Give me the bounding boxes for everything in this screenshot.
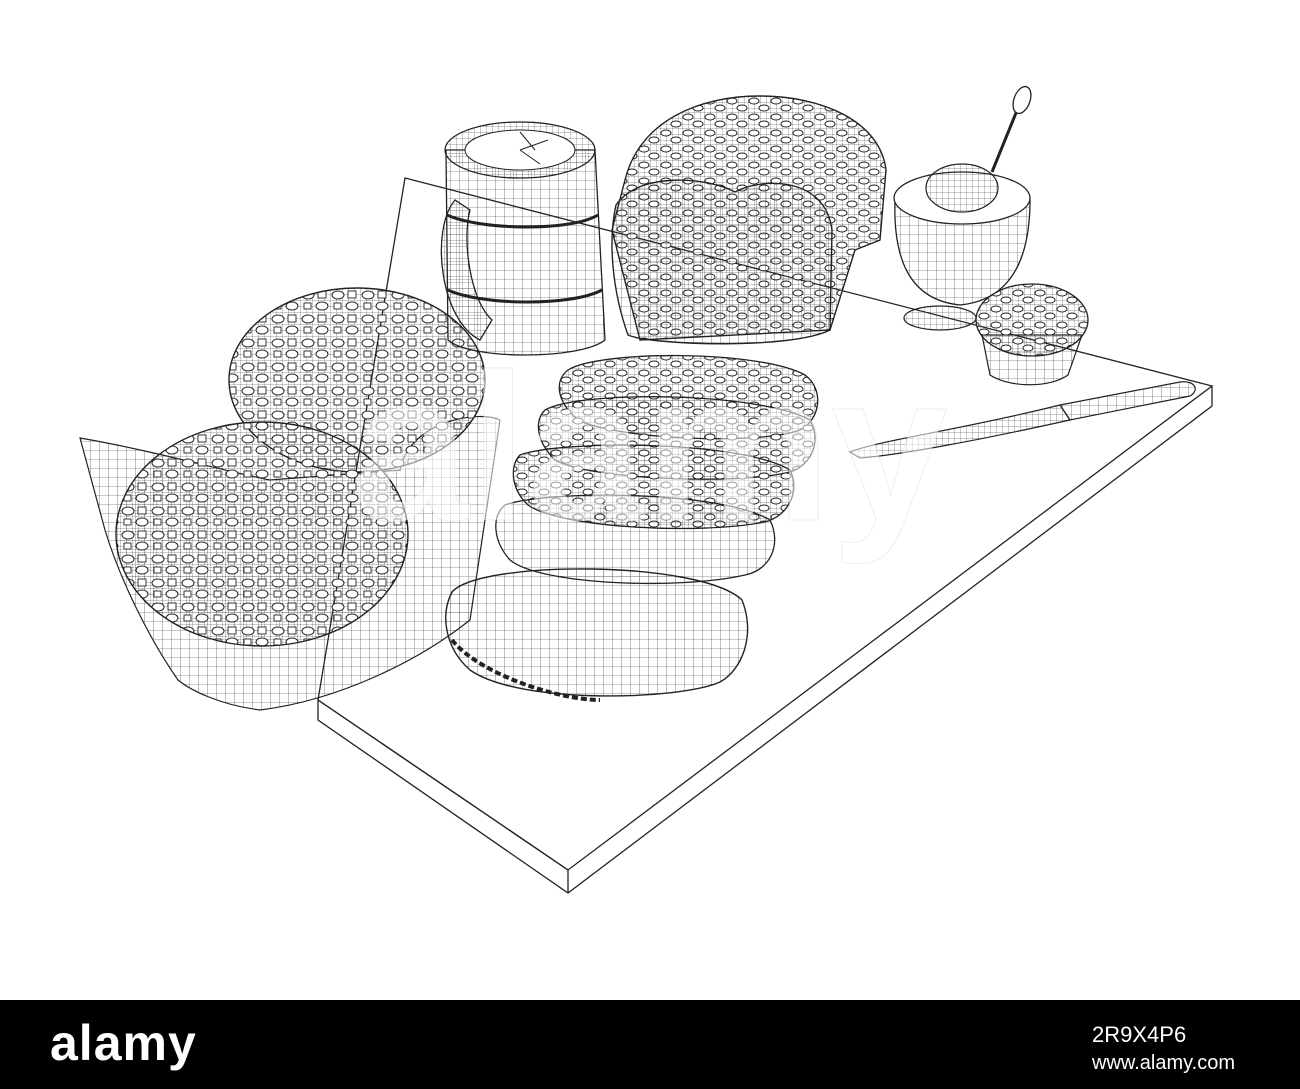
knife [848,381,1196,459]
bread-loaf [611,95,887,345]
site-url[interactable]: www.alamy.com [1092,1052,1235,1074]
alamy-logo[interactable]: alamy [50,1015,197,1071]
spoon [990,85,1032,173]
stock-banner: alamy 2R9X4P6 www.alamy.com [0,1000,1300,1089]
watermark-text: alamy [352,330,947,565]
round-loaf-front [115,421,409,647]
bread-slices [445,354,819,702]
butter-bowl [893,163,1031,331]
wooden-mug [440,121,606,356]
image-id: 2R9X4P6 [1092,1022,1187,1047]
muffin [975,283,1089,386]
wireframe-scene: alamy [79,85,1214,894]
